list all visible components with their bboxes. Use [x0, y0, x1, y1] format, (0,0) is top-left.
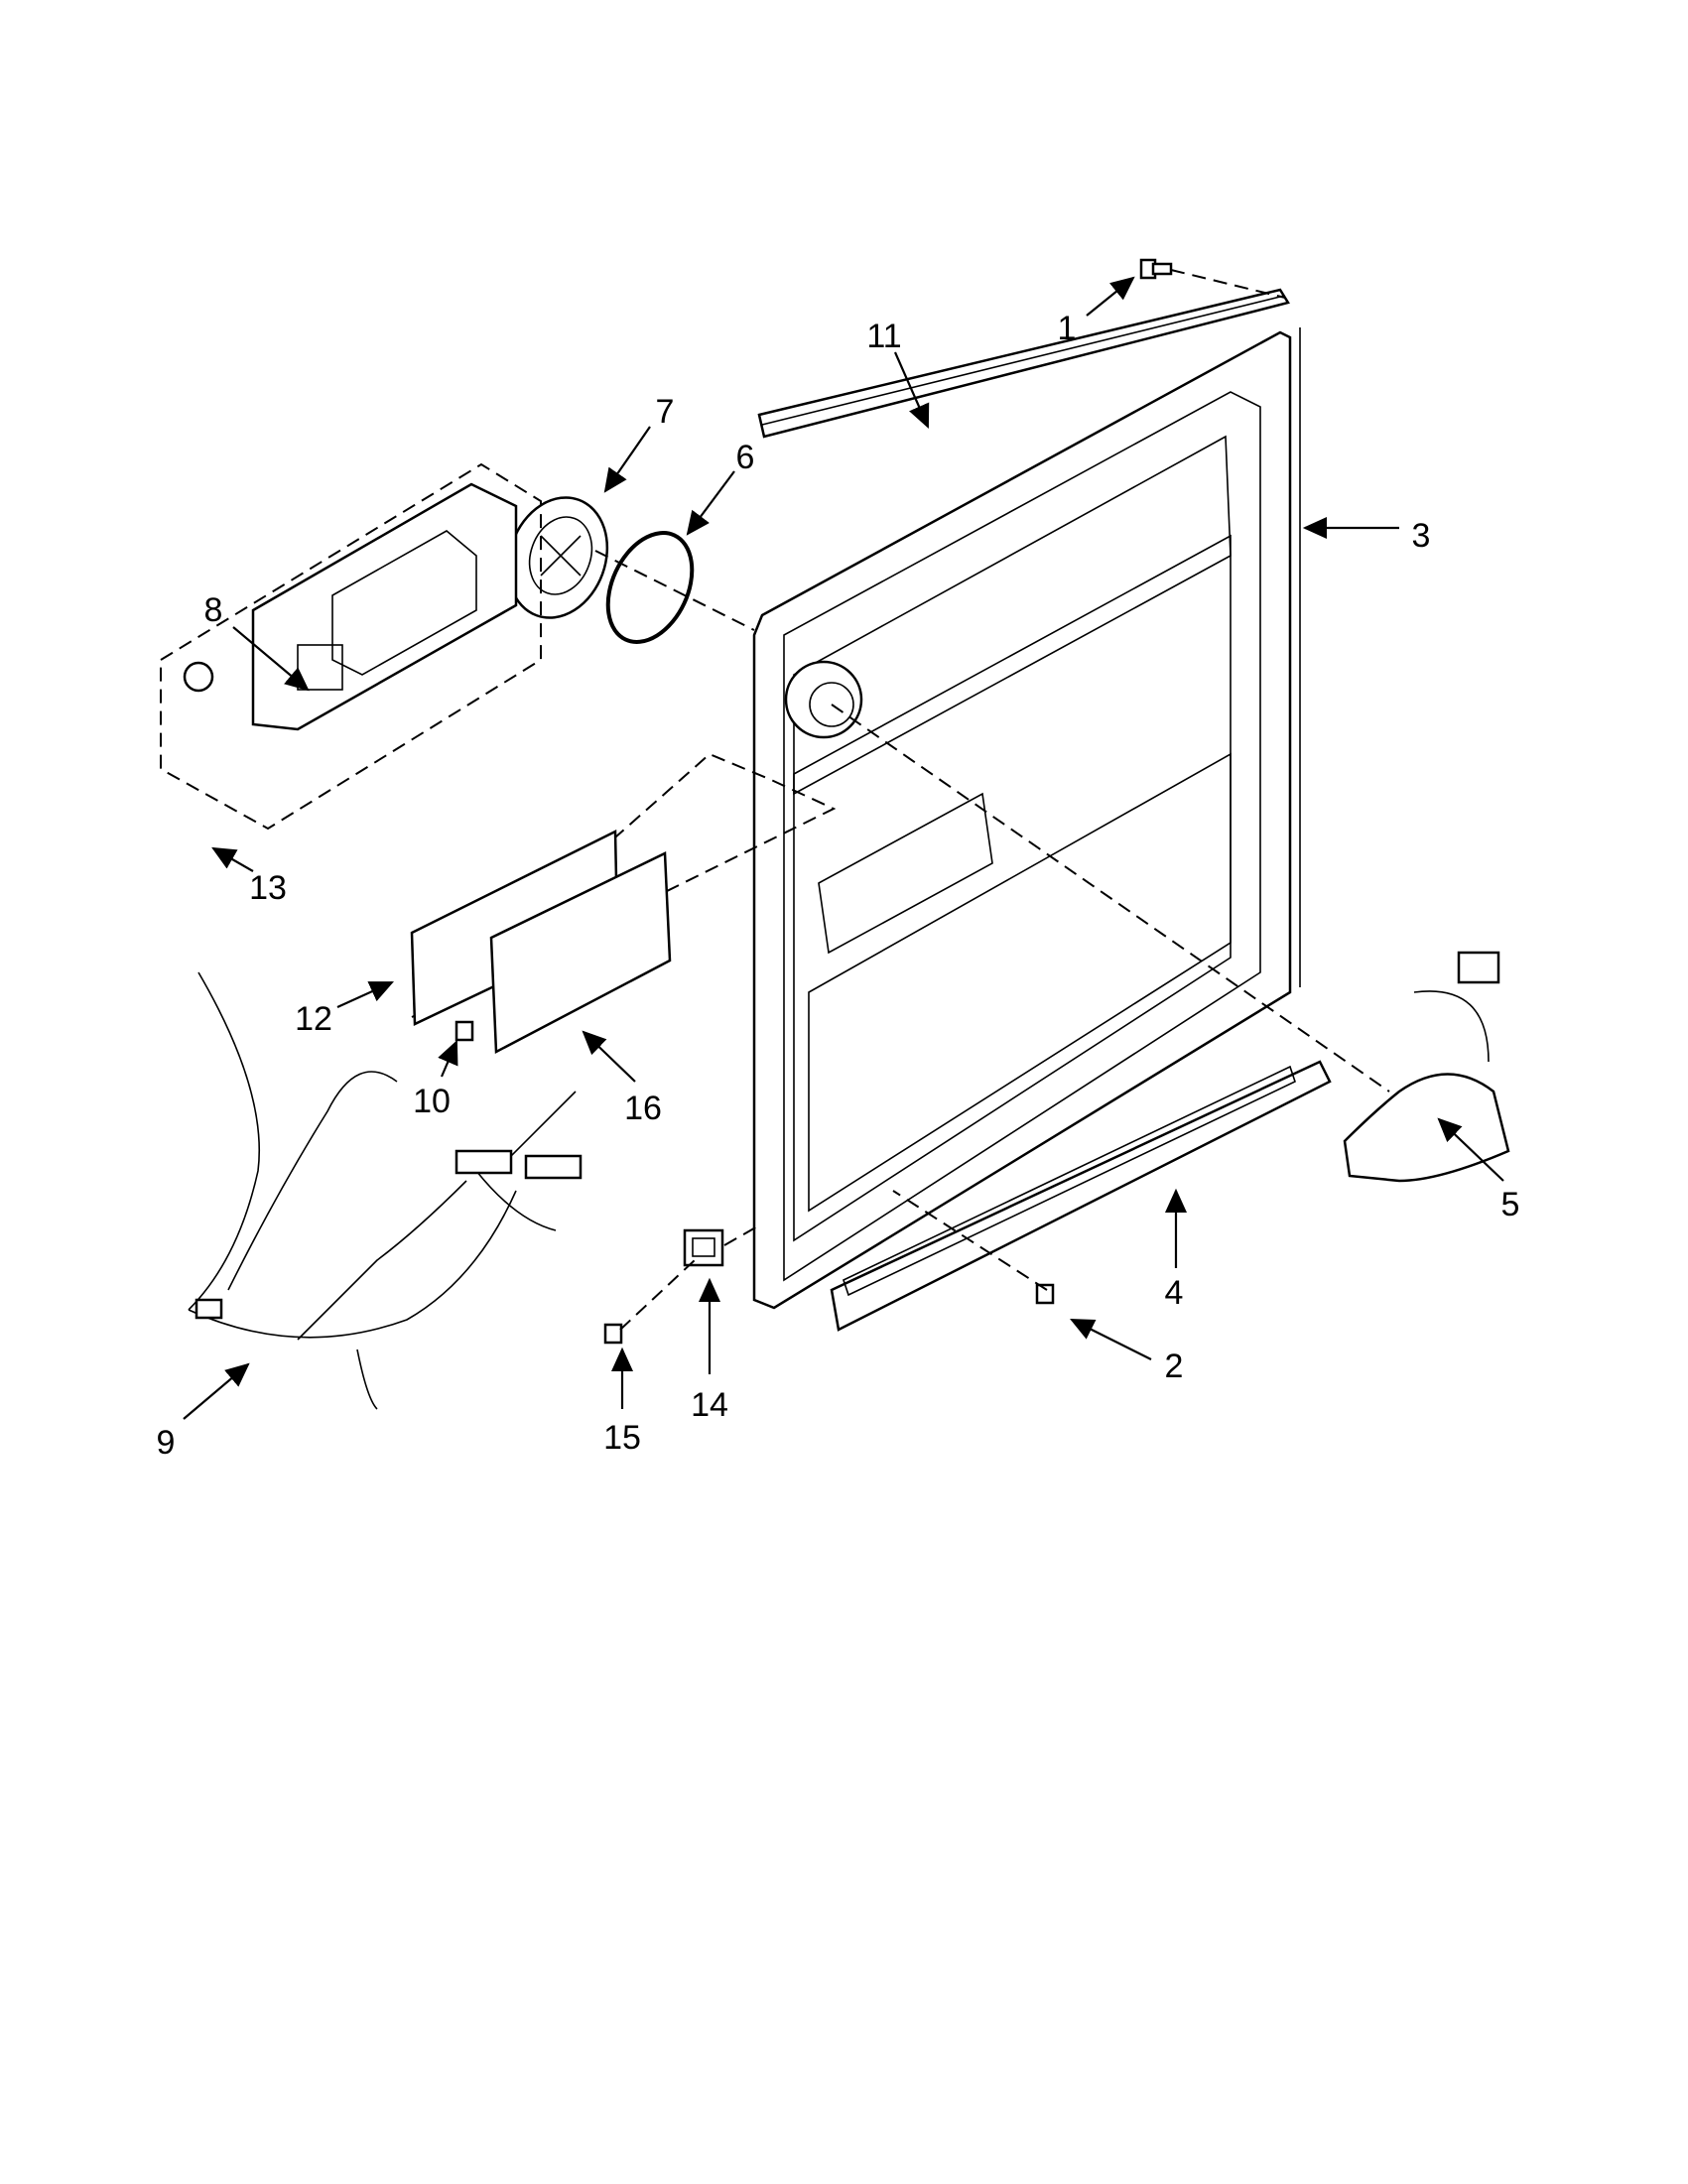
bracket-14: [683, 1228, 724, 1267]
wire-harness: [188, 971, 583, 1410]
label-part-10: 10: [413, 1083, 451, 1120]
label-part-3: 3: [1412, 517, 1431, 555]
vent-gasket: [605, 531, 695, 644]
label-part-1: 1: [1058, 310, 1077, 347]
bottom-trim-rail: [830, 1060, 1332, 1332]
label-part-9: 9: [157, 1424, 176, 1462]
label-part-14: 14: [691, 1386, 728, 1424]
assembly-lines: [594, 269, 1390, 1331]
label-part-5: 5: [1501, 1186, 1520, 1223]
screw-15: [603, 1323, 623, 1345]
label-part-7: 7: [656, 393, 675, 431]
door-inner-panel: [752, 327, 1301, 1310]
screw-2: [1035, 1283, 1055, 1305]
detergent-dispenser: [160, 462, 542, 831]
label-part-15: 15: [603, 1419, 641, 1457]
insulation-pad: [489, 851, 672, 1055]
label-part-11: 11: [866, 318, 901, 355]
callout-arrows: [183, 276, 1504, 1420]
screw-1: [1139, 258, 1173, 280]
label-part-8: 8: [204, 591, 223, 629]
vent-duct: [1343, 951, 1510, 1183]
label-part-6: 6: [736, 439, 755, 476]
label-part-13: 13: [249, 869, 287, 907]
label-part-12: 12: [295, 1000, 332, 1038]
label-part-16: 16: [624, 1090, 662, 1127]
label-part-2: 2: [1165, 1348, 1184, 1385]
screw-10: [454, 1020, 474, 1042]
label-part-4: 4: [1165, 1274, 1184, 1312]
top-trim-rail: [757, 288, 1290, 439]
part-labels: 1 11 7 6 3 8 13 12 10 16 5 4 2 9 15 14: [157, 310, 1520, 1462]
